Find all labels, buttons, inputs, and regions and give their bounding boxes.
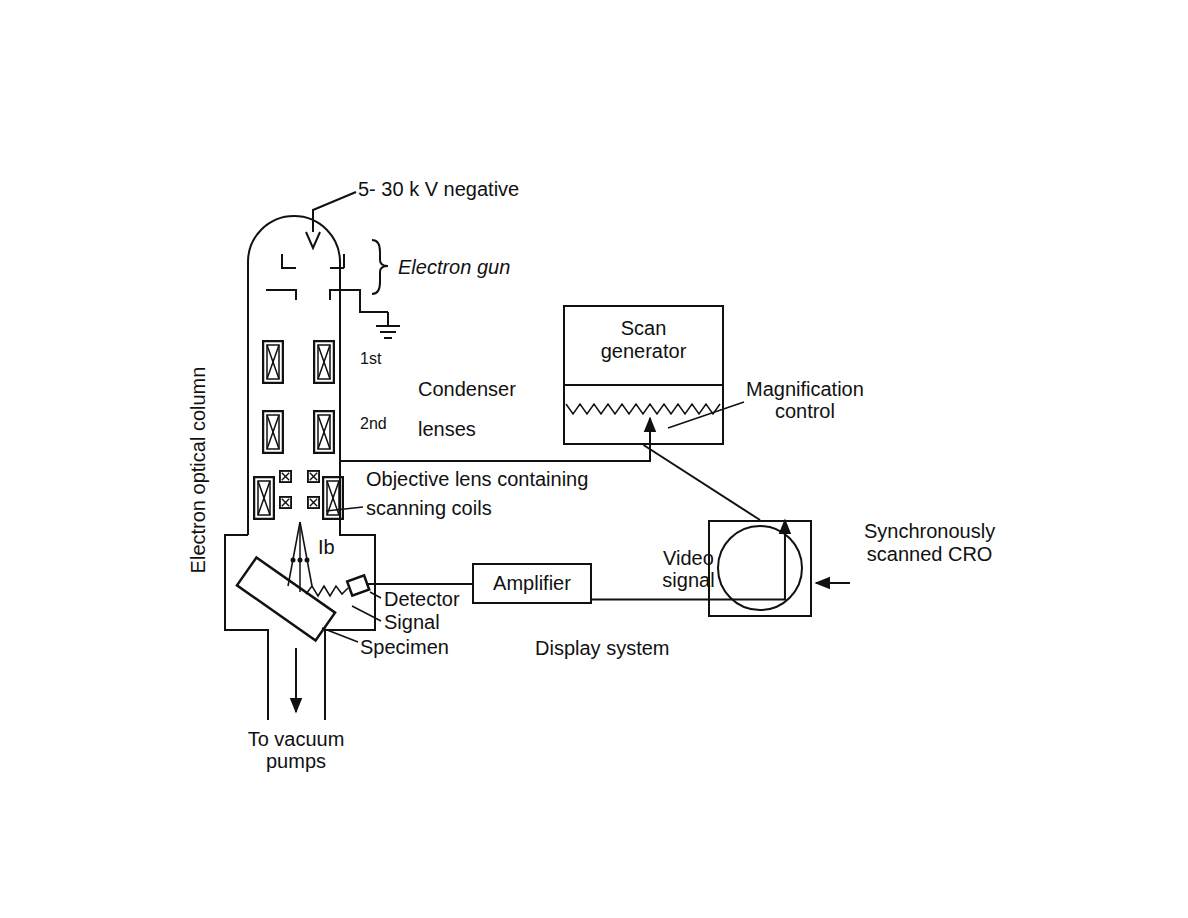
signal-wire [592,520,785,599]
cathode [306,232,320,248]
part-label: Specimen [360,636,449,658]
vacuum-label: To vacuum pumps [240,728,352,772]
beam-dots [291,558,310,563]
signal-wire [644,445,761,520]
leader-lines [322,402,744,642]
part-label: Signal [384,611,440,633]
cro-screen [718,526,802,610]
anode [266,290,388,312]
part-label: lenses [418,418,476,440]
brace [372,240,388,294]
beam-current-label: Ib [318,536,335,558]
order-label: 2nd [360,415,387,433]
cro-box: Synchronously scanned CRO [708,520,812,617]
control-label: Magnification control [746,378,864,422]
edge-label: Video signal [662,547,714,591]
part-label: Detector [384,588,460,610]
box-label: Scan generator [601,317,687,363]
ground-symbol [376,312,400,338]
scan-divider [563,384,724,386]
specimen [237,558,335,641]
part-label: Objective lens containing [366,468,588,490]
wiper-arrow [649,418,651,440]
scan-generator-box: Scan generator [563,305,724,445]
order-label: 1st [360,350,381,368]
part-label: scanning coils [366,497,492,519]
column-label: Electron optical column [187,367,209,574]
wehnelt [282,254,344,268]
vacuum-arrow [295,648,297,712]
potentiometer-zigzag [566,404,720,414]
voltage-label: 5- 30 k V negative [358,178,519,200]
condenser-lens-1 [263,341,334,383]
detector [347,575,369,595]
scanning-coils [280,471,319,508]
cro-pointer [816,582,850,584]
detector-wire [368,583,472,585]
display-label: Synchronously scanned CRO [864,520,995,566]
hv-lead [313,192,356,232]
part-label: Electron gun [398,256,510,278]
box-label: Amplifier [493,572,571,595]
group-label: Display system [535,637,669,659]
signal-path [306,586,348,596]
condenser-lens-2 [263,411,334,453]
part-label: Condenser [418,378,516,400]
column-housing [225,216,375,720]
objective-lens [254,477,343,519]
amplifier-box: Amplifier [472,563,592,604]
